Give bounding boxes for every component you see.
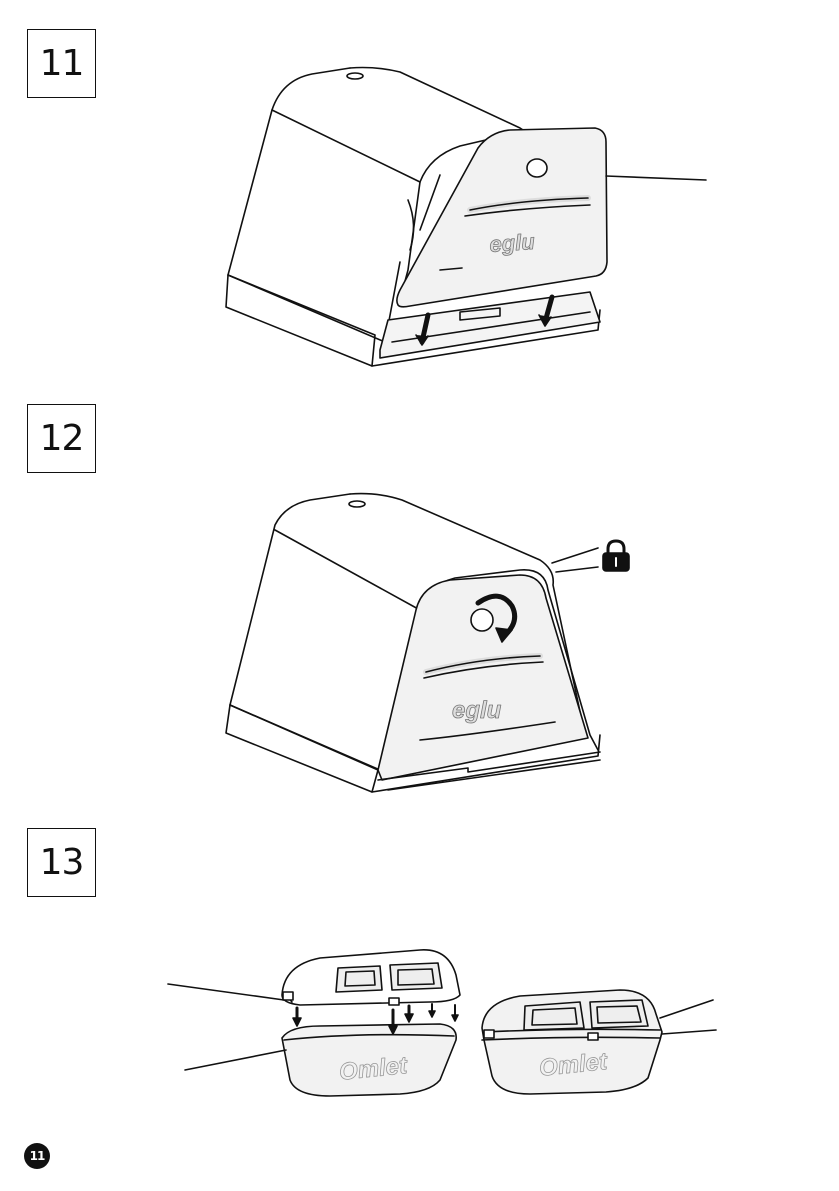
step-13-right-illustration (482, 990, 716, 1094)
step-11-illustration (226, 68, 706, 367)
step-12-illustration (226, 494, 600, 792)
page-number-badge: 11 (24, 1143, 50, 1169)
step-13-left-illustration (168, 950, 460, 1096)
step-12-eglu-logo: eglu (452, 697, 502, 724)
padlock-icon (603, 541, 629, 571)
step-11-eglu-logo: eglu (489, 229, 536, 257)
